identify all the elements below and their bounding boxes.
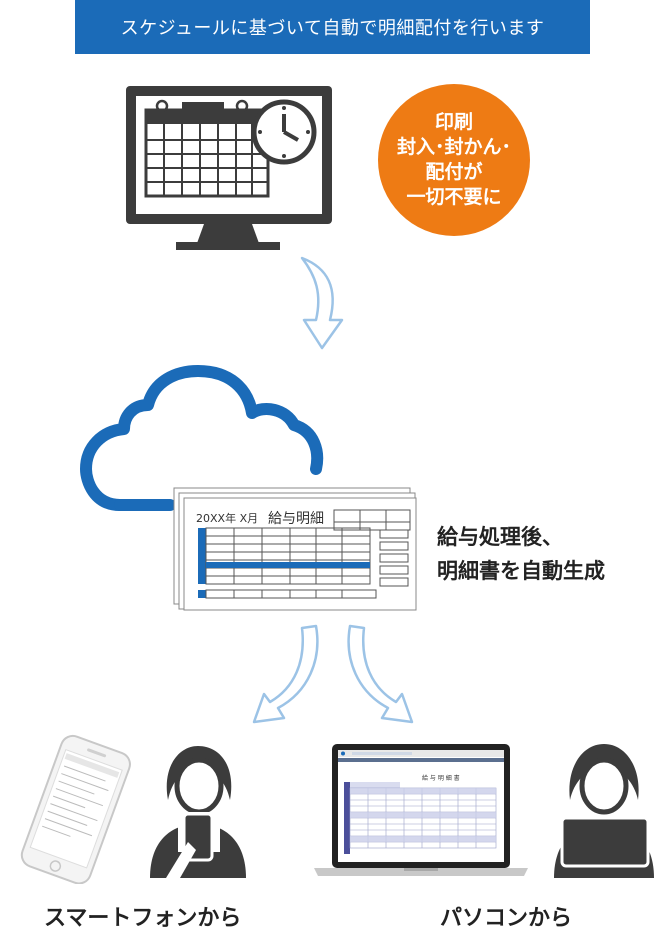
person-icon <box>150 746 246 878</box>
monitor-icon <box>126 86 332 250</box>
badge-line-4: 一切不要に <box>406 186 502 208</box>
laptop-icon: 給 与 明 細 書 <box>314 744 528 876</box>
person-icon <box>554 744 654 878</box>
caption-line-1: 給与処理後、 <box>437 525 563 549</box>
cloud-icon <box>80 365 324 511</box>
arrow-down-icon <box>300 256 344 350</box>
clock-icon <box>251 99 317 165</box>
caption-line-2: 明細書を自動生成 <box>437 559 605 583</box>
label-pc: パソコンから <box>440 906 573 931</box>
badge-line-2: 封入･封かん･ <box>396 136 511 158</box>
badge: 印刷 封入･封かん･ 配付が 一切不要に <box>378 84 530 236</box>
banner-text: スケジュールに基づいて自動で明細配付を行います <box>120 18 545 39</box>
banner: スケジュールに基づいて自動で明細配付を行います <box>75 0 590 54</box>
slip-title-prefix: 20XX年 X月 <box>196 511 258 525</box>
caption: 給与処理後、 明細書を自動生成 <box>437 520 605 588</box>
arrows-split-icon <box>252 624 414 724</box>
label-smartphone: スマートフォンから <box>44 906 242 931</box>
smartphone-icon <box>20 734 131 884</box>
laptop-doc-title: 給 与 明 細 書 <box>422 774 460 782</box>
badge-line-1: 印刷 <box>434 111 473 133</box>
payslip-icon: 20XX年 X月 給与明細 <box>173 487 417 611</box>
calendar-icon <box>144 99 270 198</box>
slip-title-main: 給与明細 <box>268 511 324 527</box>
badge-line-3: 配付が <box>425 161 483 183</box>
